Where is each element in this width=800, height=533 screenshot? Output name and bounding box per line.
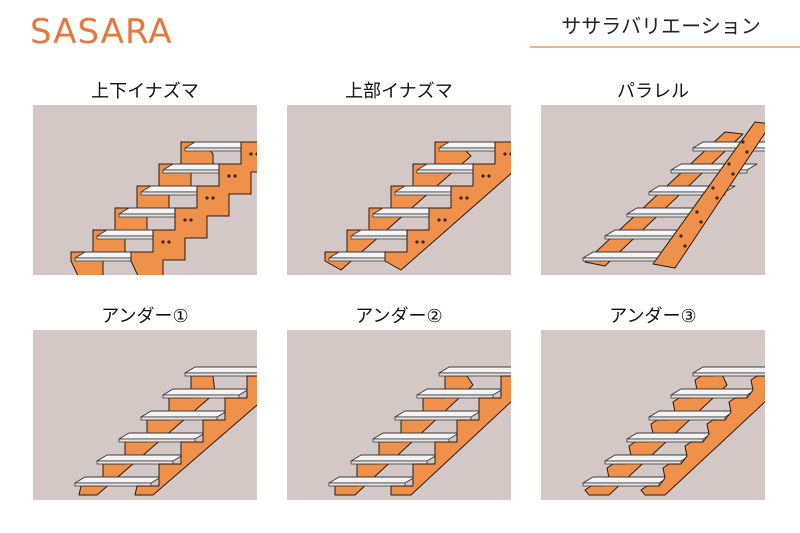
stair-tread xyxy=(96,454,184,462)
variant-label: パラレル xyxy=(617,81,689,102)
stair-tread xyxy=(438,366,511,374)
stair-tread xyxy=(692,366,765,374)
bolt-hole xyxy=(415,240,419,244)
header-underline xyxy=(530,46,800,48)
variant-label: アンダー① xyxy=(101,306,189,327)
stair-tread xyxy=(648,410,736,418)
tread-nosing xyxy=(582,257,660,262)
bolt-hole xyxy=(711,186,715,190)
bolt-hole xyxy=(189,218,193,222)
stringer-right xyxy=(640,375,765,496)
bolt-hole xyxy=(503,152,507,156)
stair-tread xyxy=(582,251,670,259)
variant-label: アンダー③ xyxy=(609,306,697,327)
variant-label: アンダー② xyxy=(355,306,443,327)
stair-tread xyxy=(604,454,692,462)
bolt-hole xyxy=(255,152,257,156)
tread-nosing xyxy=(184,372,257,377)
bolt-hole xyxy=(211,196,215,200)
variant-label: 上部イナズマ xyxy=(345,81,453,102)
bolt-hole xyxy=(459,196,463,200)
stringer-right xyxy=(134,375,257,496)
stair-illustration xyxy=(541,105,765,275)
stair-tread xyxy=(74,476,162,484)
stringer-left xyxy=(324,141,472,271)
bolt-hole xyxy=(715,196,719,200)
bolt-hole xyxy=(443,218,447,222)
stair-tread xyxy=(184,366,257,374)
tread-nosing xyxy=(692,372,765,377)
stringer-left xyxy=(584,367,728,496)
bolt-hole xyxy=(249,152,253,156)
bolt-hole xyxy=(227,174,231,178)
brand-logo: SASARA xyxy=(30,12,173,52)
bolt-hole xyxy=(167,240,171,244)
stair-illustration xyxy=(33,330,257,500)
bolt-hole xyxy=(679,234,683,238)
stringer-right xyxy=(652,121,765,269)
stringer-right xyxy=(390,375,511,496)
stair-tread xyxy=(372,432,460,440)
tread-nosing xyxy=(184,147,257,152)
bolt-hole xyxy=(481,174,485,178)
bolt-hole xyxy=(465,196,469,200)
stair-illustration xyxy=(33,105,257,275)
bolt-hole xyxy=(731,172,735,176)
stair-tread xyxy=(140,410,228,418)
bolt-hole xyxy=(741,140,745,144)
bolt-hole xyxy=(205,196,209,200)
stair-tread xyxy=(626,432,714,440)
bolt-hole xyxy=(161,240,165,244)
bolt-hole xyxy=(437,218,441,222)
bolt-hole xyxy=(183,218,187,222)
tread-nosing xyxy=(438,147,511,152)
stair-tread xyxy=(162,388,250,396)
stair-tread xyxy=(582,476,670,484)
bolt-hole xyxy=(683,244,687,248)
stair-tread xyxy=(350,454,438,462)
stair-illustration xyxy=(287,105,511,275)
stair-tread xyxy=(394,410,482,418)
stair-illustration xyxy=(541,330,765,500)
stair-tread xyxy=(118,432,206,440)
tread-nosing xyxy=(604,235,682,240)
variant-label: 上下イナズマ xyxy=(91,81,199,102)
page-title: ササラバリエーション xyxy=(561,14,761,38)
bolt-hole xyxy=(421,240,425,244)
tread-nosing xyxy=(438,372,511,377)
bolt-hole xyxy=(487,174,491,178)
stair-tread xyxy=(416,388,504,396)
bolt-hole xyxy=(727,162,731,166)
stair-illustration xyxy=(287,330,511,500)
stair-tread xyxy=(670,388,758,396)
bolt-hole xyxy=(745,150,749,154)
bolt-hole xyxy=(233,174,237,178)
bolt-hole xyxy=(699,220,703,224)
bolt-hole xyxy=(509,152,511,156)
stair-tread xyxy=(328,476,416,484)
bolt-hole xyxy=(695,210,699,214)
stringer-right xyxy=(384,141,511,271)
